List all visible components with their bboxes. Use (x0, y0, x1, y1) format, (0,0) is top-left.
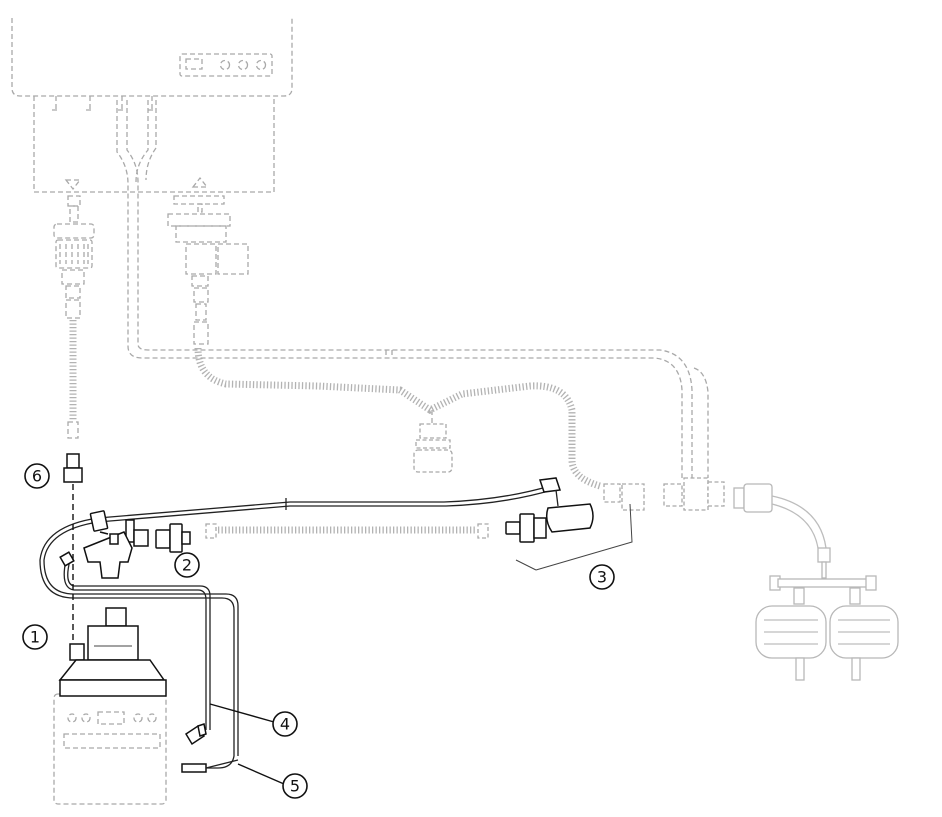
test-lung (733, 483, 899, 681)
leader-5 (237, 763, 285, 785)
connector-2 (155, 523, 191, 553)
callout-1-label: 1 (30, 628, 40, 647)
scavenger-hose-2 (205, 523, 489, 539)
callout-3-bracket (515, 503, 633, 571)
callout-4-label: 4 (280, 715, 290, 734)
nebulizer-device-1 (58, 607, 167, 697)
expiratory-port-assembly (53, 195, 95, 439)
sensor-connector-6 (63, 453, 83, 650)
inspiratory-port-assembly (167, 195, 249, 345)
ventilator-unit (11, 18, 293, 193)
monitor-module (53, 693, 167, 805)
callout-4: 4 (272, 711, 298, 737)
y-piece (603, 477, 725, 511)
callout-3-label: 3 (597, 568, 607, 587)
inspiratory-hose (194, 347, 602, 490)
callout-5: 5 (282, 773, 308, 799)
callout-2-label: 2 (182, 556, 192, 575)
leader-4 (209, 703, 275, 723)
callout-5-label: 5 (290, 777, 300, 796)
expiratory-filter-connector-3 (505, 477, 594, 543)
callout-2: 2 (174, 552, 200, 578)
callout-1: 1 (22, 624, 48, 650)
cable-plugs (181, 723, 239, 773)
flow-sensor (59, 510, 149, 579)
humidifier-trap (413, 410, 453, 473)
callout-3: 3 (589, 564, 615, 590)
callout-6-label: 6 (32, 467, 42, 486)
callout-6: 6 (24, 463, 50, 489)
parallel-ghost-tubes (116, 100, 709, 478)
